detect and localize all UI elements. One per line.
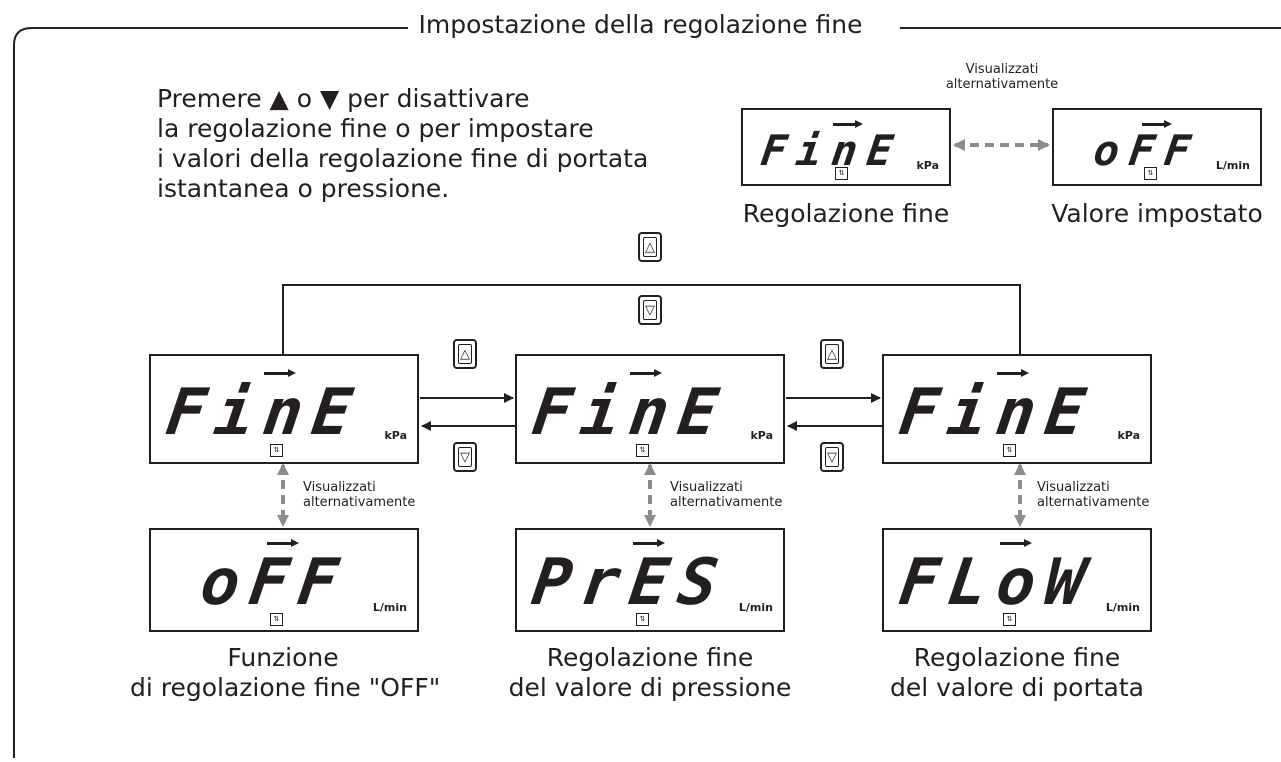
lcd-display-main-3: FinE kPa ⇅ <box>882 354 1152 464</box>
position-bar <box>630 369 662 377</box>
lcd-display-value-off: oFF L/min ⇅ <box>149 528 419 632</box>
up-button-1[interactable]: △ <box>453 339 477 369</box>
page-title: Impostazione della regolazione fine <box>0 10 1281 39</box>
position-bar <box>264 369 296 377</box>
indicator-icon: ⇅ <box>1003 444 1016 457</box>
position-bar <box>997 369 1029 377</box>
indicator-icon: ⇅ <box>270 613 283 626</box>
position-bar <box>833 120 863 128</box>
outer-frame <box>13 27 1281 758</box>
down-button-top[interactable]: ▽ <box>638 295 662 325</box>
up-button-2[interactable]: △ <box>820 339 844 369</box>
down-triangle-icon: ▽ <box>825 447 839 467</box>
down-button-2[interactable]: ▽ <box>820 442 844 472</box>
up-triangle-icon: △ <box>643 237 657 257</box>
indicator-icon: ⇅ <box>1144 167 1157 180</box>
lcd-display-value-flow: FLoW L/min ⇅ <box>882 528 1152 632</box>
lcd-display-main-1: FinE kPa ⇅ <box>149 354 419 464</box>
indicator-icon: ⇅ <box>636 444 649 457</box>
lcd-display-main-2: FinE kPa ⇅ <box>515 354 785 464</box>
caption-top-right: Valore impostato <box>1051 199 1263 228</box>
position-bar <box>1142 120 1172 128</box>
position-bar <box>267 539 299 547</box>
indicator-icon: ⇅ <box>636 613 649 626</box>
instructions-text: Premere ▲ o ▼ per disattivare la regolaz… <box>157 84 649 203</box>
position-bar <box>633 539 665 547</box>
lcd-display-top-right: oFF L/min ⇅ <box>1052 108 1262 186</box>
down-button-1[interactable]: ▽ <box>453 442 477 472</box>
cycle-loop-line <box>282 284 1021 354</box>
lcd-display-value-pres: PrES L/min ⇅ <box>515 528 785 632</box>
lcd-display-top-left: FinE kPa ⇅ <box>741 108 951 186</box>
up-triangle-icon: △ <box>825 344 839 364</box>
position-bar <box>1000 539 1032 547</box>
indicator-icon: ⇅ <box>270 444 283 457</box>
indicator-icon: ⇅ <box>835 167 848 180</box>
indicator-icon: ⇅ <box>1003 613 1016 626</box>
down-triangle-icon: ▽ <box>643 300 657 320</box>
down-triangle-icon: ▽ <box>458 447 472 467</box>
caption-top-left: Regolazione fine <box>742 199 950 228</box>
up-button-top[interactable]: △ <box>638 232 662 262</box>
up-triangle-icon: △ <box>458 344 472 364</box>
